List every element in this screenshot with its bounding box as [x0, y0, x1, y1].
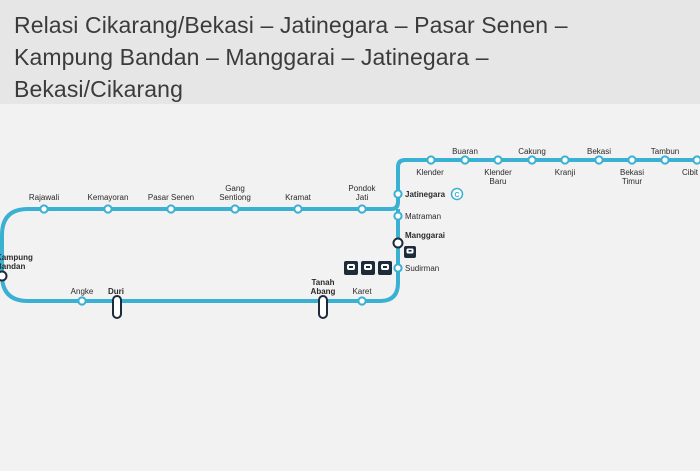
station-label-angke: Angke — [71, 287, 94, 296]
station-label-rajawali: Rajawali — [29, 193, 59, 202]
station-label-kampung-bandan-1: Kampung — [0, 253, 33, 262]
station-group-middle — [39, 204, 367, 214]
station-label-kampung-bandan-2: Bandan — [0, 262, 25, 271]
station-label-kemayoran: Kemayoran — [88, 193, 129, 202]
station-dot-klender[interactable] — [426, 155, 436, 165]
station-label-karet: Karet — [352, 287, 372, 296]
station-label-kramat: Kramat — [285, 193, 312, 202]
station-label-pasar-senen: Pasar Senen — [148, 193, 194, 202]
station-dot-kranji[interactable] — [560, 155, 570, 165]
station-dot-jatinegara[interactable] — [393, 189, 403, 199]
route-map-svg: C Klender Buaran Klender Baru Cakung Kra… — [0, 147, 700, 319]
station-dot-buaran[interactable] — [460, 155, 470, 165]
title-line-3: Bekasi/Cikarang — [14, 76, 183, 102]
station-label-klender: Klender — [416, 168, 444, 177]
station-dot-bekasi[interactable] — [594, 155, 604, 165]
station-dot-rajawali[interactable] — [39, 204, 49, 214]
train-icon — [344, 261, 358, 275]
station-pill-duri[interactable] — [112, 295, 122, 319]
station-dot-manggarai[interactable] — [392, 237, 404, 249]
station-dot-kampung-bandan[interactable] — [0, 270, 8, 282]
station-pill-tanah-abang[interactable] — [318, 295, 328, 319]
station-label-manggarai: Manggarai — [405, 231, 445, 240]
station-label-gang-sentiong-1: Gang — [225, 184, 245, 193]
station-label-gang-sentiong-2: Sentiong — [219, 193, 251, 202]
station-label-bekasi-timur-2: Timur — [622, 177, 642, 186]
title-line-1: Relasi Cikarang/Bekasi – Jatinegara – Pa… — [14, 12, 568, 38]
station-dot-cibitung[interactable] — [692, 155, 700, 165]
station-label-klender-baru-2: Baru — [490, 177, 507, 186]
station-label-kranji: Kranji — [555, 168, 576, 177]
station-label-tanah-abang-2: Abang — [311, 287, 336, 296]
station-label-tanah-abang-1: Tanah — [312, 278, 335, 287]
station-group-vertical — [393, 189, 403, 273]
station-dot-bekasi-timur[interactable] — [627, 155, 637, 165]
station-dot-kemayoran[interactable] — [103, 204, 113, 214]
station-label-cibitung: Cibit — [682, 168, 699, 177]
jatinegara-badge-text: C — [454, 192, 459, 199]
title-header: Relasi Cikarang/Bekasi – Jatinegara – Pa… — [0, 0, 700, 104]
train-icon — [378, 261, 392, 275]
title-line-2: Kampung Bandan – Manggarai – Jatinegara … — [14, 44, 489, 70]
station-label-bekasi-timur-1: Bekasi — [620, 168, 644, 177]
route-line — [0, 158, 700, 303]
station-dot-pasar-senen[interactable] — [166, 204, 176, 214]
station-dot-pondok-jati[interactable] — [357, 204, 367, 214]
station-dot-sudirman[interactable] — [393, 263, 403, 273]
station-dot-kramat[interactable] — [293, 204, 303, 214]
station-label-pondok-jati-2: Jati — [356, 193, 369, 202]
station-dot-cakung[interactable] — [527, 155, 537, 165]
train-icon — [404, 246, 416, 258]
station-group-top — [426, 155, 700, 165]
train-icon — [361, 261, 375, 275]
station-group-bottom — [77, 296, 367, 306]
station-dot-karet[interactable] — [357, 296, 367, 306]
station-label-matraman: Matraman — [405, 212, 441, 221]
station-label-tambun: Tambun — [651, 147, 679, 156]
station-label-cakung: Cakung — [518, 147, 546, 156]
station-dot-klender-baru[interactable] — [493, 155, 503, 165]
station-label-pondok-jati-1: Pondok — [348, 184, 376, 193]
station-label-bekasi: Bekasi — [587, 147, 611, 156]
route-map: C Klender Buaran Klender Baru Cakung Kra… — [0, 104, 700, 466]
station-dot-matraman[interactable] — [393, 211, 403, 221]
station-label-jatinegara: Jatinegara — [405, 190, 446, 199]
station-dot-angke[interactable] — [77, 296, 87, 306]
station-label-sudirman: Sudirman — [405, 264, 439, 273]
station-dot-gang-sentiong[interactable] — [230, 204, 240, 214]
station-label-klender-baru-1: Klender — [484, 168, 512, 177]
jatinegara-badge-icon — [450, 187, 464, 201]
station-dot-tambun[interactable] — [660, 155, 670, 165]
station-label-buaran: Buaran — [452, 147, 478, 156]
train-icon-group — [344, 246, 416, 275]
station-label-duri: Duri — [108, 287, 124, 296]
